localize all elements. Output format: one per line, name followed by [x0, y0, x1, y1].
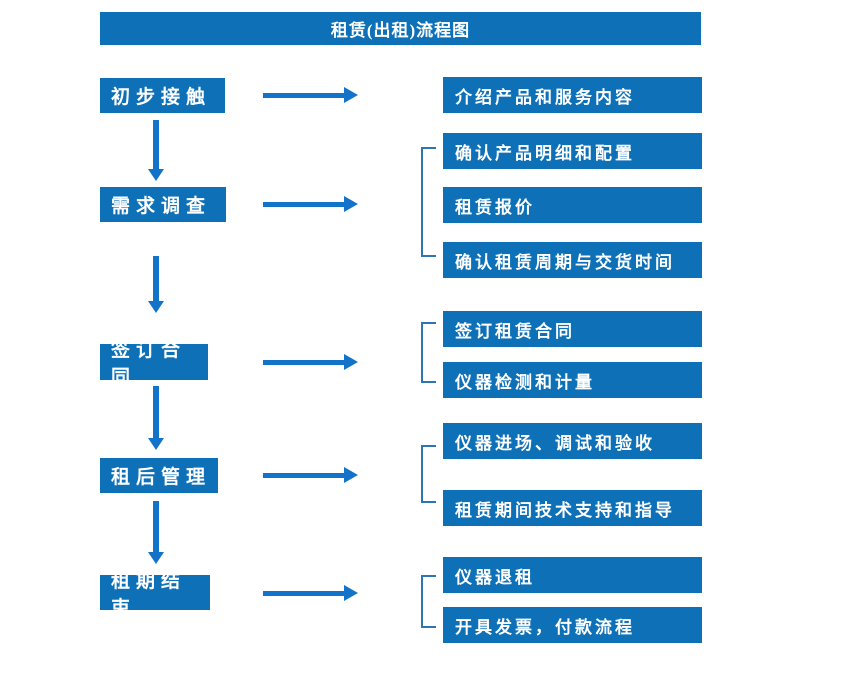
down-arrow-icon: [148, 120, 164, 181]
group-bracket: [421, 147, 436, 257]
step-box-initial-contact: 初步接触: [100, 78, 225, 113]
right-arrow-icon: [263, 585, 358, 601]
output-box-sign-rental-contract: 签订租赁合同: [443, 311, 702, 347]
output-box-confirm-product-details: 确认产品明细和配置: [443, 133, 702, 169]
step-box-lease-end: 租期结束: [100, 571, 210, 619]
output-box-rental-quotation: 租赁报价: [443, 187, 702, 223]
step-box-post-rental-management: 租后管理: [100, 458, 218, 493]
right-arrow-icon: [263, 87, 358, 103]
down-arrow-icon: [148, 386, 164, 450]
output-box-instrument-return: 仪器退租: [443, 557, 702, 593]
down-arrow-icon: [148, 256, 164, 313]
group-bracket: [421, 322, 436, 383]
right-arrow-icon: [263, 354, 358, 370]
step-box-demand-survey: 需求调查: [100, 187, 226, 222]
right-arrow-icon: [263, 196, 358, 212]
output-box-instrument-inspection-measurement: 仪器检测和计量: [443, 362, 702, 398]
output-box-invoice-payment-process: 开具发票，付款流程: [443, 607, 702, 643]
down-arrow-icon: [148, 501, 164, 564]
output-box-instrument-entry-debug-acceptance: 仪器进场、调试和验收: [443, 423, 702, 459]
group-bracket: [421, 445, 436, 503]
output-box-introduce-products-services: 介绍产品和服务内容: [443, 77, 702, 113]
group-bracket: [421, 575, 436, 628]
step-box-sign-contract: 签订合同: [100, 340, 208, 388]
output-box-confirm-rental-period-delivery: 确认租赁周期与交货时间: [443, 242, 702, 278]
output-box-rental-tech-support: 租赁期间技术支持和指导: [443, 490, 702, 526]
diagram-title: 租赁(出租)流程图: [100, 12, 701, 45]
right-arrow-icon: [263, 467, 358, 483]
